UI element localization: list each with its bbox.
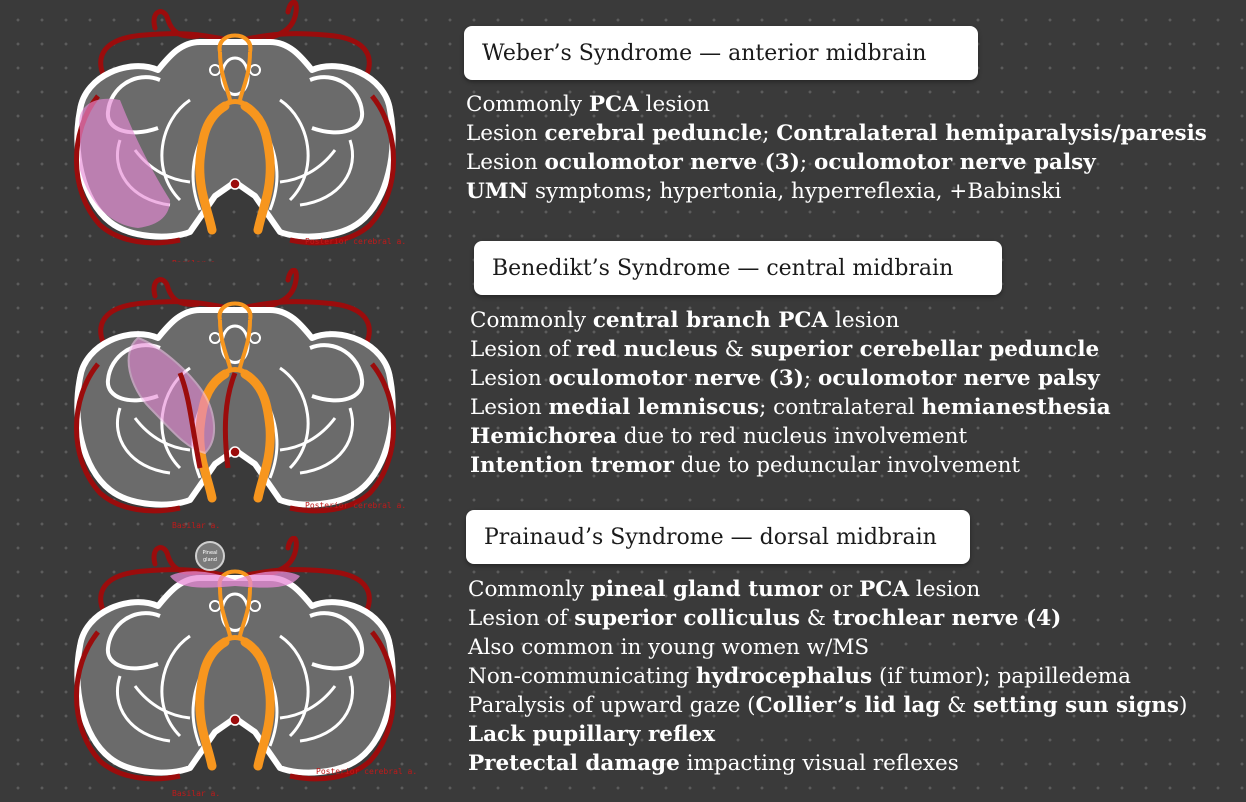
text-segment: Paralysis of upward gaze (	[468, 693, 756, 718]
parinaud-diagram: Pineal gland Posterior cerebral a. Basil…	[20, 536, 460, 798]
fact-line: Also common in young women w/MS	[468, 633, 1187, 662]
parinaud-lines: Commonly pineal gland tumor or PCA lesio…	[468, 575, 1187, 778]
fact-line: Lack pupillary reflex	[468, 720, 1187, 749]
bold-term: hydrocephalus	[696, 664, 873, 689]
bold-term: setting sun signs	[973, 693, 1179, 718]
text-segment: Commonly	[470, 308, 593, 333]
midbrain-section-parinaud: Pineal gland Posterior cerebral a. Basil…	[20, 536, 417, 798]
text-segment: lesion	[638, 92, 710, 117]
fact-line: Non-communicating hydrocephalus (if tumo…	[468, 662, 1187, 691]
weber-title-text: Weber’s Syndrome — anterior midbrain	[482, 40, 927, 66]
parinaud-title-text: Prainaud’s Syndrome — dorsal midbrain	[484, 524, 937, 550]
bold-term: trochlear nerve (4)	[832, 606, 1062, 631]
bold-term: red nucleus	[576, 337, 718, 362]
fact-line: Lesion of superior colliculus & trochlea…	[468, 604, 1187, 633]
text-segment: ; contralateral	[759, 395, 922, 420]
bold-term: PCA	[588, 92, 639, 117]
text-segment: Commonly	[466, 92, 589, 117]
fact-line: Hemichorea due to red nucleus involvemen…	[470, 422, 1111, 451]
bold-term: superior colliculus	[574, 606, 800, 631]
fact-line: Lesion medial lemniscus; contralateral h…	[470, 393, 1111, 422]
bold-term: oculomotor nerve palsy	[813, 150, 1096, 175]
benedikt-title: Benedikt’s Syndrome — central midbrain	[474, 241, 1002, 295]
fact-line: Paralysis of upward gaze (Collier’s lid …	[468, 691, 1187, 720]
fact-line: Intention tremor due to peduncular invol…	[470, 451, 1111, 480]
fact-line: Commonly central branch PCA lesion	[470, 306, 1111, 335]
bold-term: central branch PCA	[592, 308, 829, 333]
bold-term: oculomotor nerve (3)	[548, 366, 804, 391]
bold-term: Lack pupillary reflex	[468, 722, 716, 747]
text-segment: )	[1179, 693, 1188, 718]
parinaud-title: Prainaud’s Syndrome — dorsal midbrain	[466, 510, 970, 564]
text-segment: ;	[799, 150, 814, 175]
posterior-cerebral-label: Posterior cerebral a.	[305, 237, 406, 246]
basilar-label: Basilar a.	[172, 259, 220, 262]
fact-line: Commonly pineal gland tumor or PCA lesio…	[468, 575, 1187, 604]
text-segment: Commonly	[468, 577, 591, 602]
bold-term: UMN	[466, 179, 529, 204]
fact-line: Commonly PCA lesion	[466, 90, 1207, 119]
fact-line: Lesion cerebral peduncle; Contralateral …	[466, 119, 1207, 148]
text-segment: due to peduncular involvement	[673, 453, 1021, 478]
text-segment: impacting visual reflexes	[679, 751, 959, 776]
pineal-label-2: gland	[203, 557, 217, 563]
bold-term: PCA	[859, 577, 910, 602]
fact-line: Lesion oculomotor nerve (3); oculomotor …	[470, 364, 1111, 393]
bold-term: cerebral peduncle	[544, 121, 763, 146]
text-segment: ;	[803, 366, 818, 391]
fact-line: Lesion oculomotor nerve (3); oculomotor …	[466, 148, 1207, 177]
fact-line: Pretectal damage impacting visual reflex…	[468, 749, 1187, 778]
text-segment: &	[799, 606, 833, 631]
bold-term: Hemichorea	[470, 424, 617, 449]
bold-term: oculomotor nerve (3)	[544, 150, 800, 175]
bold-term: Intention tremor	[470, 453, 674, 478]
bold-term: hemianesthesia	[921, 395, 1111, 420]
bold-term: medial lemniscus	[548, 395, 760, 420]
basilar-label: Basilar a.	[172, 789, 220, 798]
text-segment: symptoms; hypertonia, hyperreflexia, +Ba…	[528, 179, 1062, 204]
bold-term: Pretectal damage	[468, 751, 680, 776]
text-segment: (if tumor); papilledema	[872, 664, 1131, 689]
basilar-label: Basilar a.	[172, 521, 220, 530]
midbrain-section-weber: Posterior cerebral a. Basilar a.	[20, 0, 406, 262]
text-segment: &	[940, 693, 974, 718]
benedikt-title-text: Benedikt’s Syndrome — central midbrain	[492, 255, 954, 281]
text-segment: Non-communicating	[468, 664, 697, 689]
text-segment: lesion	[909, 577, 981, 602]
text-segment: &	[717, 337, 751, 362]
text-segment: ;	[762, 121, 777, 146]
pineal-gland-icon	[195, 541, 225, 571]
text-segment: lesion	[828, 308, 900, 333]
lesion-area	[79, 98, 170, 228]
text-segment: or	[822, 577, 860, 602]
text-segment: Lesion of	[468, 606, 575, 631]
bold-term: superior cerebellar peduncle	[750, 337, 1100, 362]
text-segment: due to red nucleus involvement	[616, 424, 968, 449]
weber-diagram: Posterior cerebral a. Basilar a.	[20, 0, 460, 262]
bold-term: pineal gland tumor	[590, 577, 823, 602]
pineal-label-1: Pineal	[203, 550, 218, 556]
bold-term: oculomotor nerve palsy	[817, 366, 1100, 391]
text-segment: Lesion	[470, 366, 549, 391]
text-segment: Lesion	[470, 395, 549, 420]
benedikt-diagram: Posterior cerebral a. Basilar a.	[20, 268, 460, 530]
midbrain-section-benedikt: Posterior cerebral a. Basilar a.	[20, 268, 406, 530]
weber-title: Weber’s Syndrome — anterior midbrain	[464, 26, 978, 80]
fact-line: Lesion of red nucleus & superior cerebel…	[470, 335, 1111, 364]
posterior-cerebral-label: Posterior cerebral a.	[316, 767, 417, 776]
text-segment: Lesion	[466, 150, 545, 175]
bold-term: Contralateral hemiparalysis/paresis	[776, 121, 1207, 146]
fact-line: UMN symptoms; hypertonia, hyperreflexia,…	[466, 177, 1207, 206]
posterior-cerebral-label: Posterior cerebral a.	[305, 501, 406, 510]
lesion-area	[170, 571, 300, 588]
text-segment: Also common in young women w/MS	[468, 635, 870, 660]
bold-term: Collier’s lid lag	[755, 693, 941, 718]
text-segment: Lesion of	[470, 337, 577, 362]
text-segment: Lesion	[466, 121, 545, 146]
